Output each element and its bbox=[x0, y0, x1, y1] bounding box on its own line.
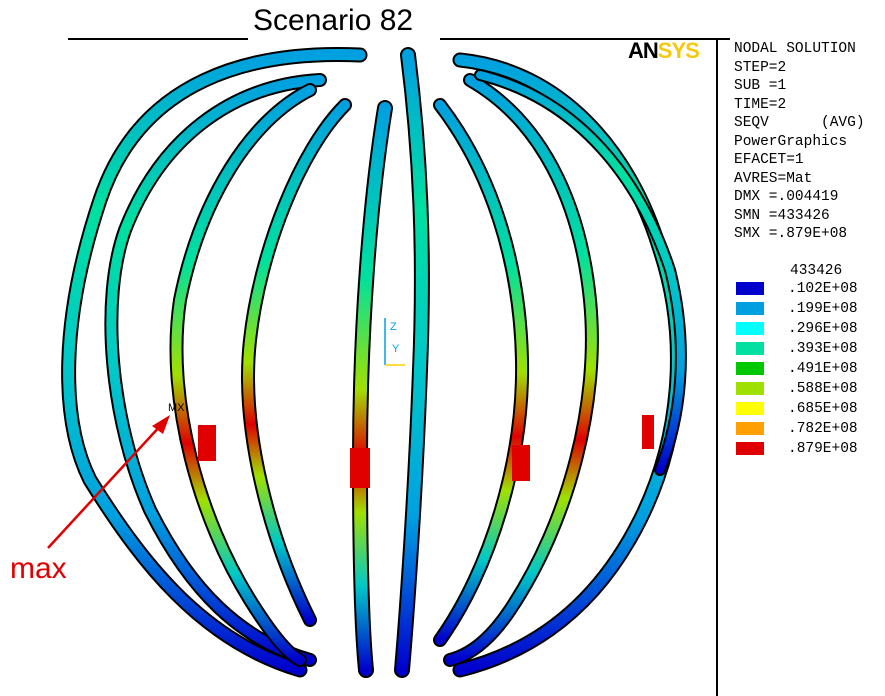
legend-value: .491E+08 bbox=[788, 361, 858, 377]
strip-outer-right-2-fill bbox=[454, 54, 683, 676]
strip-left-4-fill bbox=[243, 100, 350, 625]
stress-hotspots bbox=[198, 415, 654, 488]
strip-outer-right-2 bbox=[452, 52, 685, 678]
info-line: SEQV (AVG) bbox=[734, 115, 865, 131]
info-line: SMX =.879E+08 bbox=[734, 226, 848, 242]
deformed-structure-diagram: Z Y MX bbox=[47, 47, 687, 678]
legend-swatch bbox=[736, 402, 764, 415]
plot-right-border bbox=[716, 38, 718, 696]
strip-center-right-fill bbox=[396, 49, 428, 676]
legend-swatch bbox=[736, 442, 764, 455]
legend-swatch bbox=[736, 422, 764, 435]
strip-center-left-fill bbox=[353, 102, 391, 676]
legend-row: .588E+08 bbox=[736, 380, 885, 398]
strip-right-3-fill bbox=[445, 75, 597, 665]
legend-row: .296E+08 bbox=[736, 320, 885, 338]
axis-y-label: Y bbox=[392, 343, 400, 355]
legend-swatch bbox=[736, 342, 764, 355]
legend-value: .588E+08 bbox=[788, 381, 858, 397]
svg-text:MX: MX bbox=[168, 402, 185, 414]
scenario-title: Scenario 82 bbox=[250, 2, 417, 40]
strip-outer-left-1-fill bbox=[63, 49, 366, 676]
axis-z-label: Z bbox=[390, 321, 397, 333]
legend-value: .393E+08 bbox=[788, 341, 858, 357]
strip-outer-right-1-fill bbox=[476, 71, 685, 474]
legend-row: .393E+08 bbox=[736, 340, 885, 358]
info-line: NODAL SOLUTION bbox=[734, 41, 856, 57]
info-line: SMN =433426 bbox=[734, 207, 830, 224]
legend-value: .685E+08 bbox=[788, 401, 858, 417]
ansys-logo: ANSYS bbox=[628, 38, 700, 63]
max-marker: MX bbox=[47, 402, 185, 549]
legend-value: .879E+08 bbox=[788, 441, 858, 457]
legend-value: .296E+08 bbox=[788, 321, 858, 337]
legend-row: .102E+08 bbox=[736, 280, 885, 298]
info-line: PowerGraphics bbox=[734, 133, 848, 150]
plot-top-border-left bbox=[68, 38, 248, 40]
info-line: AVRES=Mat bbox=[734, 170, 813, 187]
max-annotation-label: max bbox=[10, 552, 67, 585]
legend-value: .782E+08 bbox=[788, 421, 858, 437]
legend-row: .782E+08 bbox=[736, 420, 885, 438]
axis-triad: Z Y bbox=[384, 318, 405, 366]
legend-swatch bbox=[736, 362, 764, 375]
legend-min-value: 433426 bbox=[790, 263, 843, 279]
info-line: TIME=2 bbox=[734, 96, 787, 113]
legend-swatch bbox=[736, 302, 764, 315]
info-line: SUB =1 bbox=[734, 78, 787, 94]
max-arrow bbox=[47, 423, 163, 549]
legend-row: .685E+08 bbox=[736, 400, 885, 418]
legend-value: .199E+08 bbox=[788, 301, 858, 317]
info-line: EFACET=1 bbox=[734, 152, 804, 168]
info-line: STEP=2 bbox=[734, 59, 787, 76]
legend-swatch bbox=[736, 382, 764, 395]
legend-swatch bbox=[736, 282, 764, 295]
legend-row: .879E+08 bbox=[736, 440, 885, 458]
hotspot-left bbox=[198, 425, 216, 461]
info-line: DMX =.004419 bbox=[734, 189, 839, 205]
strip-left-3-fill bbox=[171, 85, 315, 665]
hotspot-center bbox=[350, 448, 370, 488]
legend-value: .102E+08 bbox=[788, 281, 858, 297]
legend-row: .491E+08 bbox=[736, 360, 885, 378]
hotspot-right bbox=[512, 445, 530, 481]
strip-right-4-fill bbox=[435, 100, 528, 645]
plot-top-border-right bbox=[440, 38, 730, 40]
strip-outer-left-2-fill bbox=[106, 75, 325, 665]
hotspot-far-right bbox=[642, 415, 654, 449]
legend-row: .199E+08 bbox=[736, 300, 885, 318]
legend-swatch bbox=[736, 322, 764, 335]
